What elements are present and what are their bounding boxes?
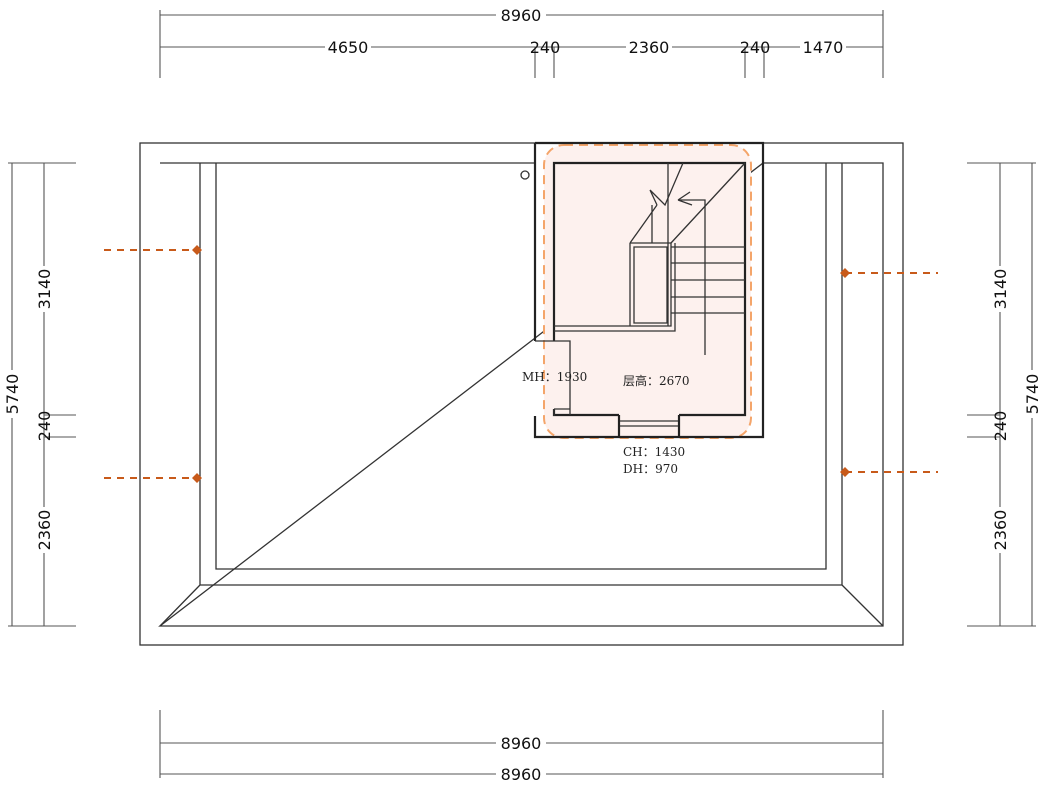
stair-landing xyxy=(554,242,676,332)
dim-left-seg: 2360 xyxy=(35,510,54,551)
right-dimensions: 3140 240 2360 5740 xyxy=(967,162,1042,627)
stair-break-line xyxy=(629,162,746,244)
floor-height-label: 层高：2670 xyxy=(623,373,690,388)
stair-treads xyxy=(667,163,745,326)
dim-right-seg: 2360 xyxy=(991,510,1010,551)
dim-top-total: 8960 xyxy=(501,6,542,25)
dim-left-total: 5740 xyxy=(3,374,22,415)
section-markers xyxy=(104,245,938,483)
stair-room[interactable]: 层高：2670 MH：1930 CH：1430 DH：970 xyxy=(522,141,765,476)
dim-left-seg: 240 xyxy=(35,411,54,442)
column-marker xyxy=(520,170,530,180)
outer-boundary xyxy=(139,142,904,646)
dim-bottom-total: 8960 xyxy=(501,734,542,753)
dim-right-seg: 3140 xyxy=(991,269,1010,310)
dim-top-seg: 4650 xyxy=(328,38,369,57)
window xyxy=(620,420,678,427)
dim-top-seg: 1470 xyxy=(803,38,844,57)
dim-left-seg: 3140 xyxy=(35,269,54,310)
highlight-outline xyxy=(543,144,752,439)
dim-bottom-total: 8960 xyxy=(501,765,542,784)
dim-top-seg: 240 xyxy=(740,38,771,57)
top-dimensions: 8960 4650 240 2360 240 1470 xyxy=(159,6,884,78)
sill-height-label: DH：970 xyxy=(623,462,678,476)
dim-top-seg: 240 xyxy=(530,38,561,57)
dim-top-seg: 2360 xyxy=(629,38,670,57)
window-jambs xyxy=(617,415,681,437)
inner-boundary xyxy=(158,162,884,627)
window-height-label: CH：1430 xyxy=(623,445,685,459)
stair-direction-arrow-icon xyxy=(677,191,706,355)
wall-lines xyxy=(159,163,884,627)
left-dimensions: 5740 3140 240 2360 xyxy=(3,162,76,627)
door-height-label: MH：1930 xyxy=(522,370,587,384)
door xyxy=(535,340,571,416)
dim-right-total: 5740 xyxy=(1023,374,1042,415)
dim-right-seg: 240 xyxy=(991,411,1010,442)
bottom-dimensions: 8960 8960 xyxy=(159,710,884,784)
stair-outer-wall xyxy=(533,141,765,439)
